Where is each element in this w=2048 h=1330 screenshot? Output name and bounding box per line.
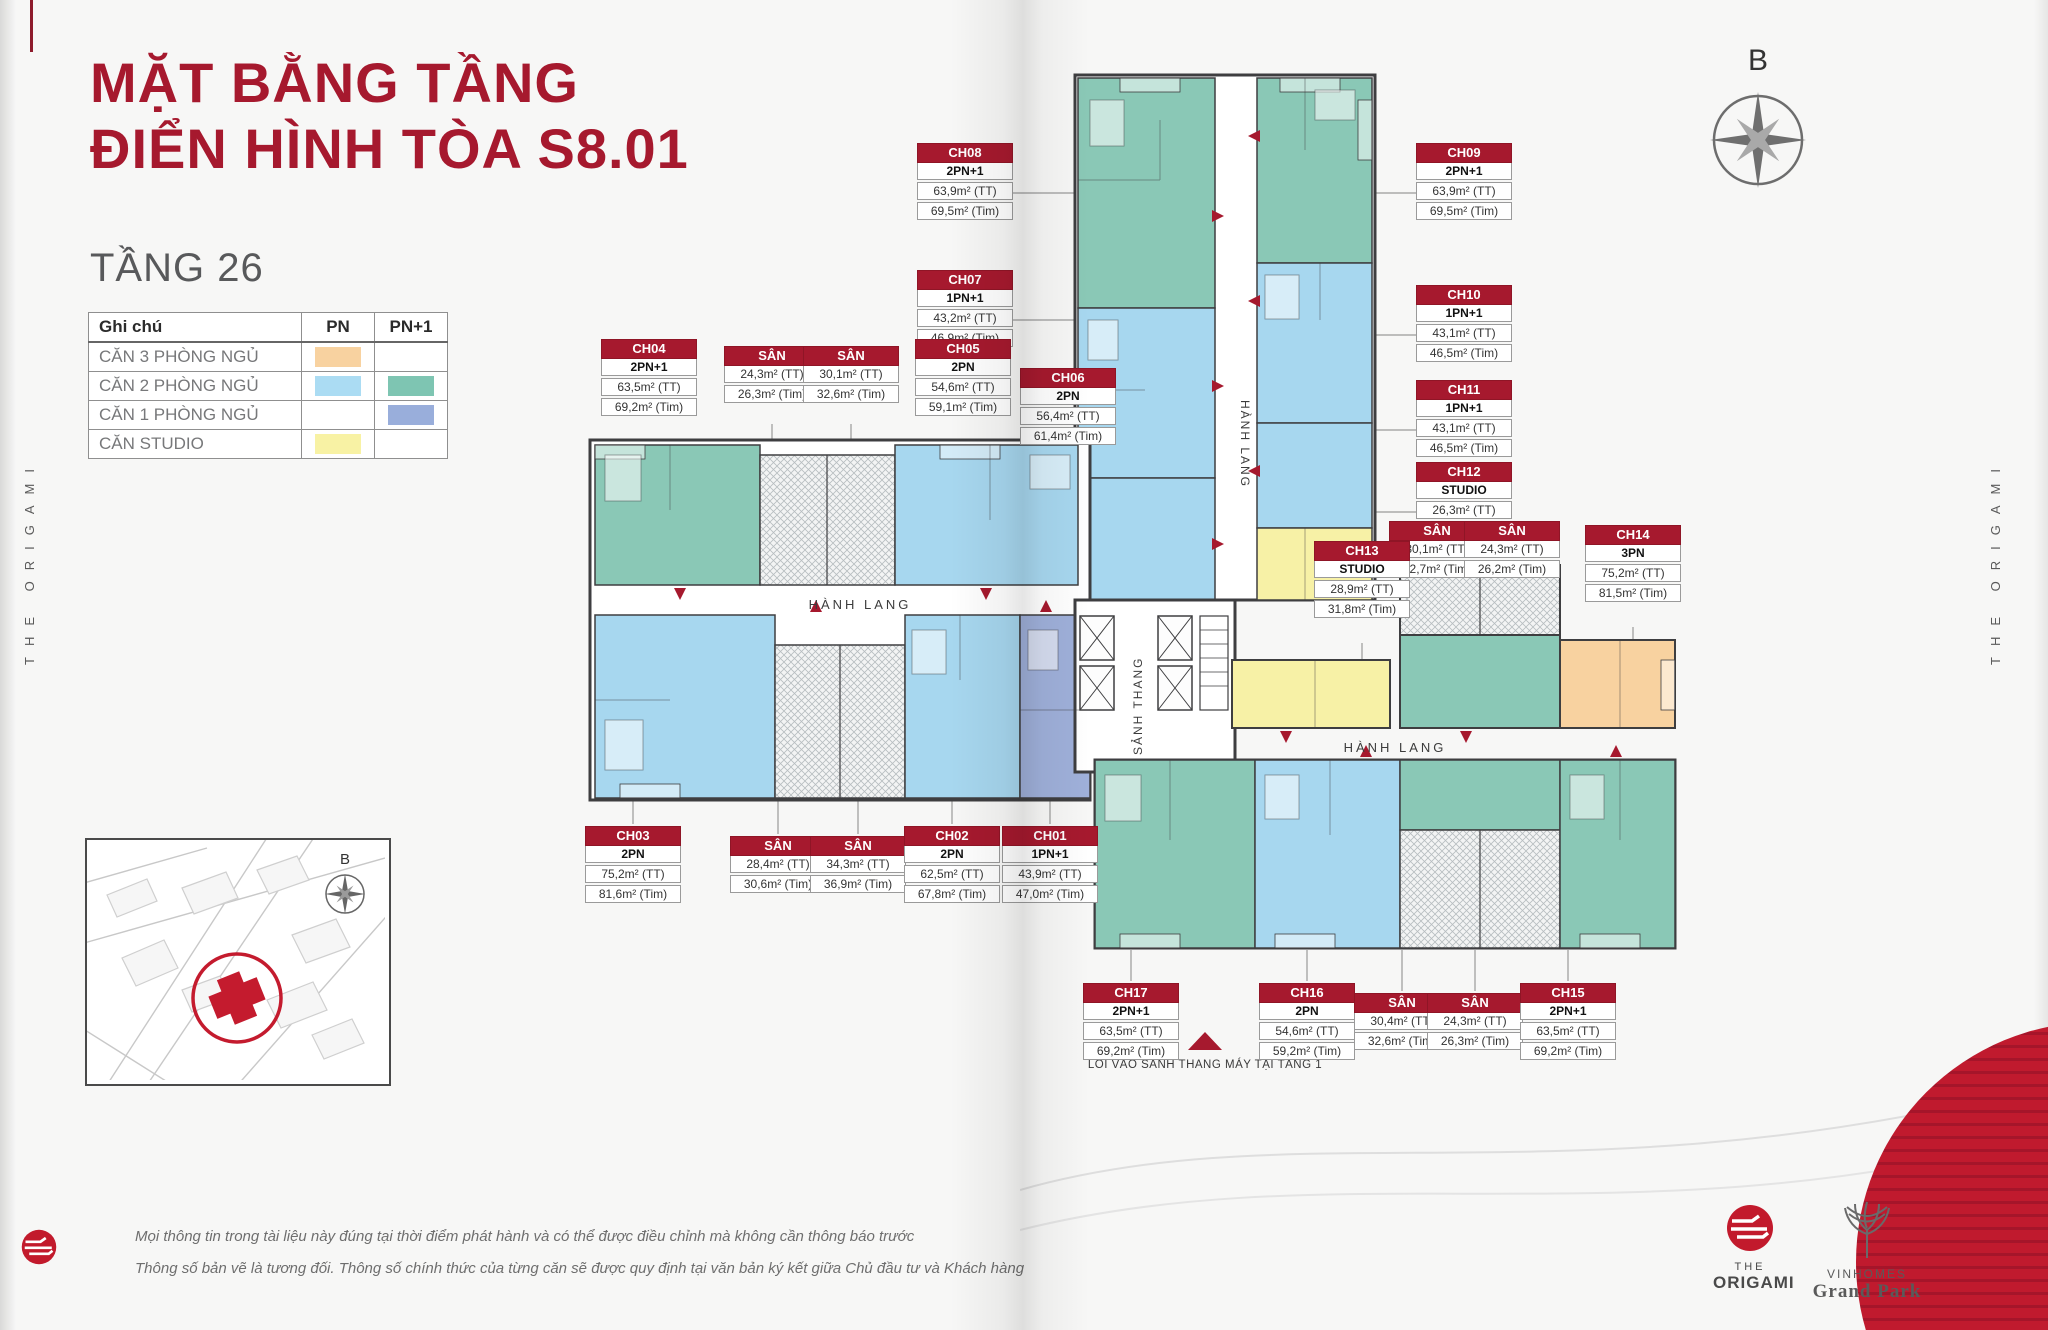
unit-label-ch04: CH04 2PN+1 63,5m² (TT) 69,2m² (Tim) [601, 339, 697, 416]
unit-label-ch03: CH03 2PN 75,2m² (TT) 81,6m² (Tim) [585, 826, 681, 903]
swatch-2br-pn1 [388, 376, 434, 396]
unit-label-ch02: CH02 2PN 62,5m² (TT) 67,8m² (Tim) [904, 826, 1000, 903]
plan-left-wing [588, 438, 1092, 802]
vinhomes-logo: VINHOMES Grand Park [1812, 1200, 1922, 1303]
legend-row-2br: CĂN 2 PHÒNG NGỦ [88, 371, 448, 401]
legend-row-3br: CĂN 3 PHÒNG NGỦ [88, 341, 448, 372]
unit-label-ch13: CH13 STUDIO 28,9m² (TT) 31,8m² (Tim) [1314, 541, 1410, 618]
compass-icon: B [1710, 44, 1806, 188]
svg-text:B: B [1748, 44, 1768, 77]
legend-table: Ghi chú PN PN+1 CĂN 3 PHÒNG NGỦ CĂN 2 PH… [88, 312, 448, 459]
plan-right-wing [1093, 564, 1677, 950]
origami-mini-icon [21, 1229, 57, 1265]
floor-label: TẦNG 26 [90, 246, 264, 290]
unit-label-ch17: CH17 2PN+1 63,5m² (TT) 69,2m² (Tim) [1083, 983, 1179, 1060]
terrace-label: SÂN 30,4m² (TT) 32,6m² (Tim) [1354, 993, 1450, 1050]
unit-label-ch07: CH07 1PN+1 43,2m² (TT) 46,9m² (Tim) [917, 270, 1013, 347]
side-text-right: THE ORIGAMI [1988, 458, 2003, 666]
legend-header-pn1: PN+1 [374, 312, 448, 343]
legend-row-1br: CĂN 1 PHÒNG NGỦ [88, 400, 448, 430]
legend-header-pn: PN [301, 312, 375, 343]
footer-note-2: Thông số bản vẽ là tương đối. Thông số c… [135, 1260, 1025, 1277]
side-text-left: THE ORIGAMI [22, 458, 37, 666]
swatch-studio-pn [315, 434, 361, 454]
swatch-3br-pn [315, 347, 361, 367]
vinhomes-tree-icon [1844, 1201, 1890, 1258]
site-highlight [191, 952, 283, 1044]
terrace-label: SÂN 24,3m² (TT) 26,3m² (Tim) [724, 346, 820, 403]
unit-label-ch05: CH05 2PN 54,6m² (TT) 59,1m² (Tim) [915, 339, 1011, 416]
unit-label-ch01: CH01 1PN+1 43,9m² (TT) 47,0m² (Tim) [1002, 826, 1098, 903]
floor-plan: HÀNH LANG HÀNH LANG HÀNH LANG SẢNH THANG… [588, 73, 1677, 1071]
svg-text:B: B [340, 851, 350, 868]
page-title: MẶT BẰNG TẦNG ĐIỂN HÌNH TÒA S8.01 [90, 50, 689, 182]
entry-arrow-icon [1188, 1032, 1222, 1050]
origami-logo-icon [1727, 1205, 1773, 1251]
lobby-label: SẢNH THANG [1130, 657, 1145, 755]
entry-note: LỐI VÀO SẢNH THANG MÁY TẠI TẦNG 1 [1088, 1057, 1322, 1071]
corridor-label-vertical: HÀNH LANG [1238, 400, 1253, 488]
page-edge-left [0, 0, 16, 1330]
unit-label-ch09: CH09 2PN+1 63,9m² (TT) 69,5m² (Tim) [1416, 143, 1512, 220]
legend-row-studio: CĂN STUDIO [88, 429, 448, 459]
corridor-label-left: HÀNH LANG [809, 597, 912, 612]
unit-label-ch08: CH08 2PN+1 63,9m² (TT) 69,5m² (Tim) [917, 143, 1013, 220]
terrace-label: SÂN 24,3m² (TT) 26,2m² (Tim) [1464, 521, 1560, 578]
footer-note-1: Mọi thông tin trong tài liệu này đúng tạ… [135, 1228, 915, 1245]
swatch-1br-pn1 [388, 405, 434, 425]
site-map-compass-icon: B [325, 851, 365, 914]
corridor-label-right: HÀNH LANG [1344, 740, 1447, 755]
room-detail-lines [595, 78, 1621, 840]
terrace-label: SÂN 34,3m² (TT) 36,9m² (Tim) [810, 836, 906, 893]
plan-vertical-wing [1073, 73, 1377, 602]
terrace-label: SÂN 24,3m² (TT) 26,3m² (Tim) [1427, 993, 1523, 1050]
unit-label-ch10: CH10 1PN+1 43,1m² (TT) 46,5m² (Tim) [1416, 285, 1512, 362]
legend-header-note: Ghi chú [88, 312, 302, 343]
crop-mark [30, 0, 33, 52]
page-title-line1: MẶT BẰNG TẦNG [90, 51, 579, 114]
site-map: B [76, 829, 400, 1089]
plan-elevator-core [1073, 598, 1237, 774]
terrace-label: SÂN 30,1m² (TT) 32,6m² (Tim) [803, 346, 899, 403]
unit-label-ch15: CH15 2PN+1 63,5m² (TT) 69,2m² (Tim) [1520, 983, 1616, 1060]
origami-logo: THE ORIGAMI [1713, 1204, 1794, 1293]
entrance-arrow-icons [674, 130, 1622, 757]
unit-label-ch11: CH11 1PN+1 43,1m² (TT) 46,5m² (Tim) [1416, 380, 1512, 457]
unit-label-ch06: CH06 2PN 56,4m² (TT) 61,4m² (Tim) [1020, 368, 1116, 445]
page-title-line2: ĐIỂN HÌNH TÒA S8.01 [90, 117, 689, 180]
unit-label-ch16: CH16 2PN 54,6m² (TT) 59,2m² (Tim) [1259, 983, 1355, 1060]
unit-label-ch14: CH14 3PN 75,2m² (TT) 81,5m² (Tim) [1585, 525, 1681, 602]
terrace-label: SÂN 28,4m² (TT) 30,6m² (Tim) [730, 836, 826, 893]
swatch-2br-pn [315, 376, 361, 396]
